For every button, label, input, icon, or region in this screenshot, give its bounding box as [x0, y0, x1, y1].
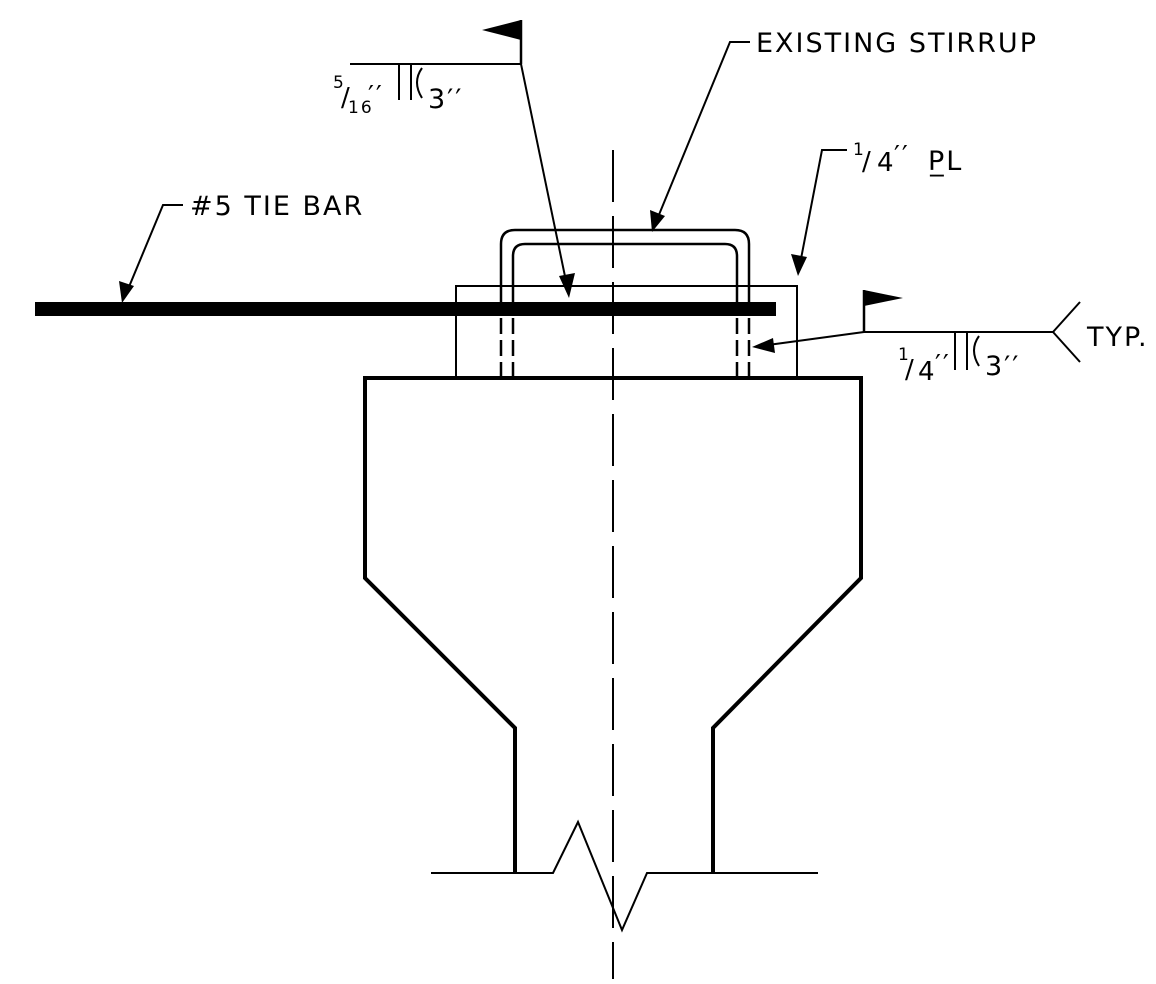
weld-flag-right-icon [864, 290, 903, 306]
svg-text:1: 1 [853, 140, 866, 160]
arrowhead-plate [791, 254, 807, 276]
svg-text:4: 4 [877, 148, 896, 178]
label-existing-stirrup: EXISTING STIRRUP [756, 28, 1038, 59]
svg-text:′′: ′′ [935, 350, 951, 380]
svg-text:′′: ′′ [894, 141, 910, 171]
weld-symbol-right: TYP. 1 / 4 ′′ 3′′ [752, 290, 1149, 387]
svg-text:′′: ′′ [368, 81, 384, 111]
svg-text:3′′: 3′′ [985, 351, 1020, 382]
svg-text:5: 5 [333, 73, 346, 93]
weld-symbol-top: 5 / 16 ′′ 3′′ [333, 20, 575, 298]
weld-top-slash: / [341, 83, 352, 113]
weld-right-slash: / [905, 355, 916, 385]
arrowhead-existing-stirrup [650, 210, 665, 232]
svg-text:16: 16 [348, 98, 374, 118]
weld-flag-top-icon [482, 20, 521, 40]
plate-slash: / [862, 147, 873, 177]
stirrup-inner [511, 242, 739, 286]
svg-text:TYP.: TYP. [1086, 322, 1149, 353]
weld-top-arrowhead [559, 273, 575, 298]
label-tie-bar: #5 TIE BAR [190, 191, 364, 222]
leader-plate [799, 149, 847, 265]
weld-right-arrowhead [752, 338, 775, 353]
break-line [431, 819, 818, 933]
cap-body-outline [363, 376, 863, 873]
arrowhead-tie-bar [119, 281, 134, 303]
tie-bar [35, 302, 776, 316]
leader-tie-bar [125, 204, 183, 295]
svg-text:3′′: 3′′ [428, 84, 463, 115]
svg-text:P̲L: P̲L [928, 146, 963, 177]
stirrup-outer [499, 228, 751, 286]
leader-existing-stirrup [655, 41, 750, 223]
plate-outline [455, 285, 798, 378]
svg-text:4: 4 [918, 357, 937, 387]
label-plate: 1 / 4 ′′ P̲L [853, 140, 963, 178]
svg-text:1: 1 [898, 345, 911, 365]
